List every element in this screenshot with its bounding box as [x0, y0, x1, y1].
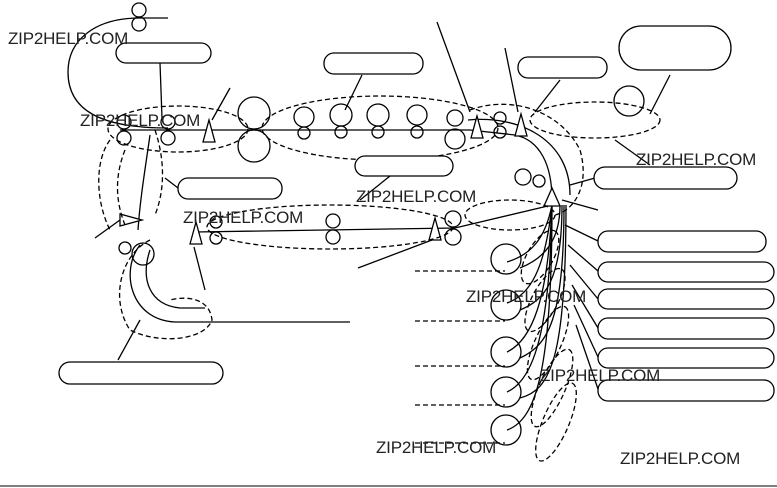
- watermark: ZIP2HELP.COM: [466, 287, 587, 306]
- watermark: ZIP2HELP.COM: [356, 187, 477, 206]
- watermark: ZIP2HELP.COM: [183, 208, 304, 227]
- callout-boxes: [58, 25, 775, 402]
- tray-lines: [415, 270, 505, 444]
- watermark: ZIP2HELP.COM: [376, 438, 497, 457]
- watermark: ZIP2HELP.COM: [540, 366, 661, 385]
- leader-lines: [94, 21, 671, 390]
- watermark: ZIP2HELP.COM: [636, 150, 757, 169]
- watermark: ZIP2HELP.COM: [8, 29, 129, 48]
- sensor-triangles: [119, 111, 562, 245]
- watermark: ZIP2HELP.COM: [80, 111, 201, 130]
- roller-circles: [116, 2, 645, 446]
- watermark: ZIP2HELP.COM: [620, 449, 741, 468]
- dashed-zones: [98, 95, 661, 462]
